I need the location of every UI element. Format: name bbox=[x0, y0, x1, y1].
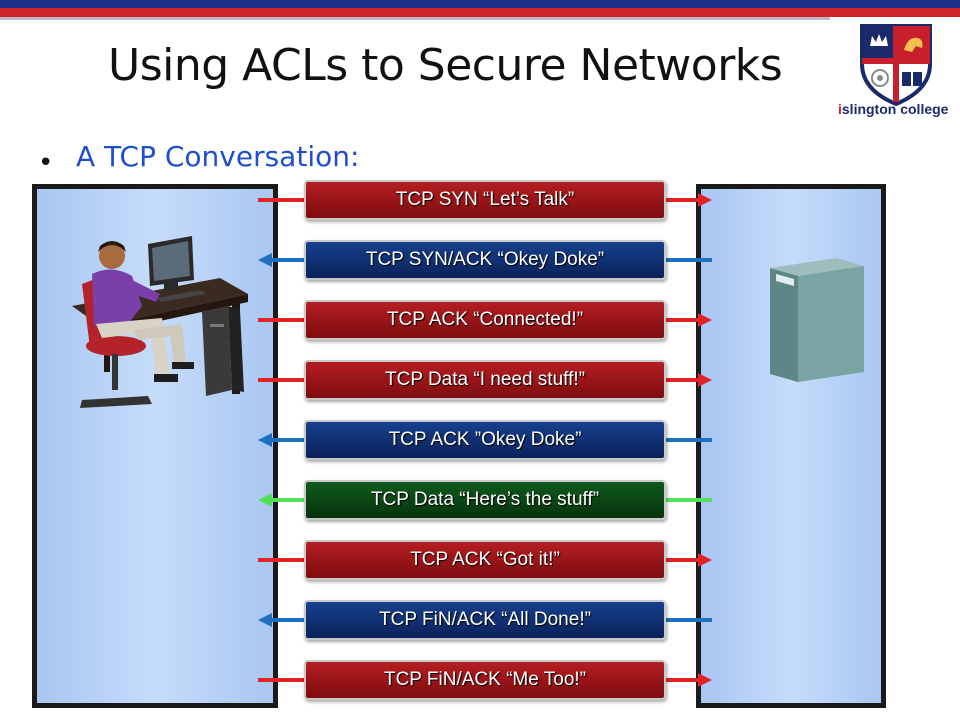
arrow-head-icon bbox=[258, 433, 272, 447]
bullet-text: A TCP Conversation: bbox=[76, 140, 360, 173]
arrow-head-icon bbox=[698, 373, 712, 387]
arrow-head-icon bbox=[258, 253, 272, 267]
tcp-message-box: TCP FiN/ACK “Me Too!” bbox=[304, 660, 666, 700]
arrow-head-icon bbox=[698, 313, 712, 327]
tcp-message-box: TCP SYN/ACK “Okey Doke” bbox=[304, 240, 666, 280]
tcp-message-box: TCP Data “I need stuff!” bbox=[304, 360, 666, 400]
slide-title: Using ACLs to Secure Networks bbox=[108, 40, 783, 91]
tcp-message-box: TCP Data “Here’s the stuff” bbox=[304, 480, 666, 520]
arrow-head-icon bbox=[258, 493, 272, 507]
header-stripe bbox=[0, 0, 960, 22]
header-stripe-blue bbox=[0, 0, 960, 8]
arrow-head-icon bbox=[698, 553, 712, 567]
server-tower-icon bbox=[770, 258, 864, 382]
tcp-message-box: TCP FiN/ACK “All Done!” bbox=[304, 600, 666, 640]
arrow-head-icon bbox=[698, 193, 712, 207]
arrow-head-icon bbox=[258, 613, 272, 627]
tcp-message-box: TCP ACK ”Okey Doke” bbox=[304, 420, 666, 460]
header-stripe-grey bbox=[0, 17, 830, 20]
college-name: islington college bbox=[838, 101, 949, 117]
tcp-message-box: TCP ACK “Connected!” bbox=[304, 300, 666, 340]
college-crest-logo bbox=[860, 24, 932, 107]
tcp-message-box: TCP SYN “Let’s Talk” bbox=[304, 180, 666, 220]
header-stripe-red bbox=[0, 8, 960, 17]
arrow-head-icon bbox=[698, 673, 712, 687]
person-at-computer-icon bbox=[72, 236, 248, 408]
tcp-message-box: TCP ACK “Got it!” bbox=[304, 540, 666, 580]
bullet-marker: • bbox=[38, 148, 54, 178]
